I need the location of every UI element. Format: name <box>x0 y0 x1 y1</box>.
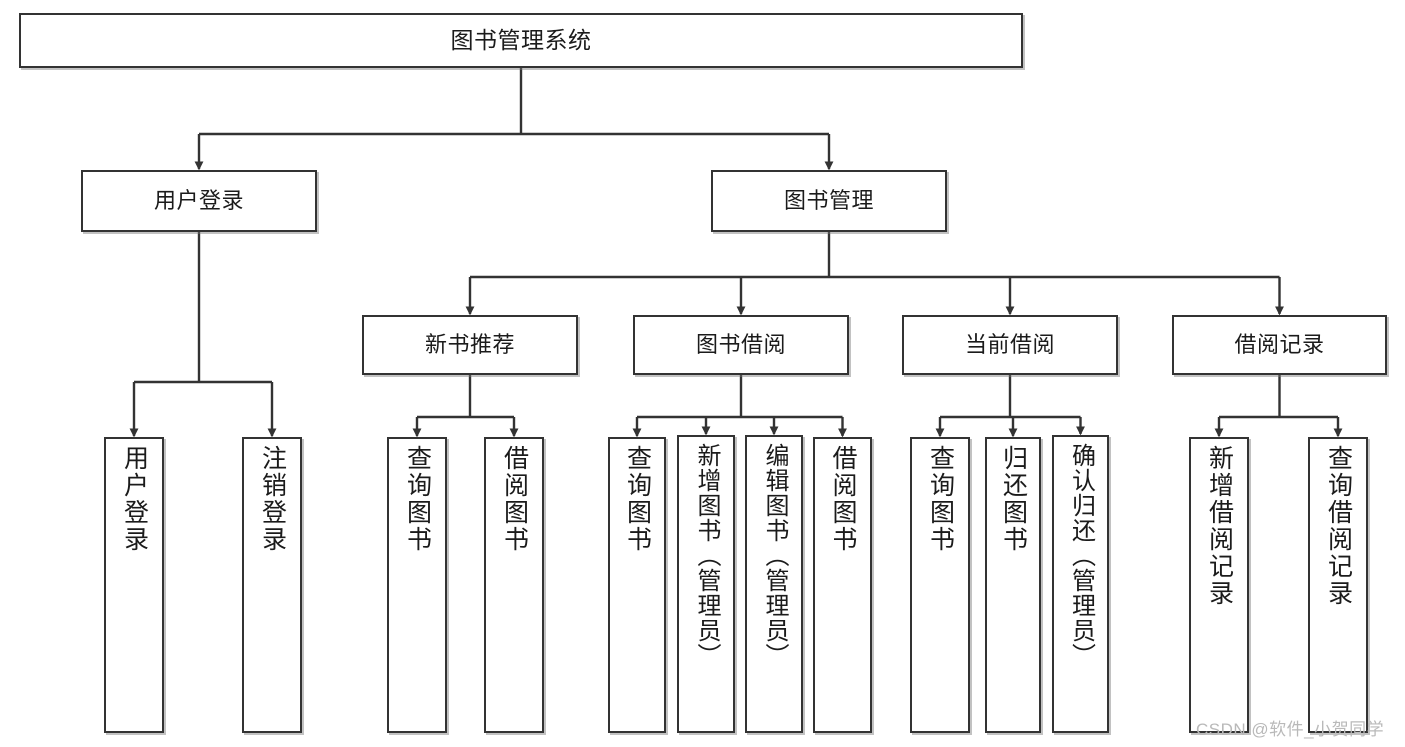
node-label: 查询图书 <box>926 445 955 553</box>
node-label: 借阅图书 <box>500 445 529 553</box>
node-leaf-confirm-return-admin[interactable]: 确认归还（管理员） <box>1052 435 1109 733</box>
node-label: 归还图书 <box>999 445 1028 553</box>
node-current-borrow[interactable]: 当前借阅 <box>902 315 1118 375</box>
node-leaf-user-login[interactable]: 用户登录 <box>104 437 164 733</box>
node-user-login[interactable]: 用户登录 <box>81 170 317 232</box>
node-label: 图书管理 <box>783 188 874 214</box>
node-leaf-logout[interactable]: 注销登录 <box>242 437 302 733</box>
node-leaf-edit-book-admin[interactable]: 编辑图书（管理员） <box>745 435 803 733</box>
node-root-book-management-system[interactable]: 图书管理系统 <box>19 13 1023 68</box>
node-leaf-query-borrow-record[interactable]: 查询借阅记录 <box>1308 437 1368 733</box>
node-label: 查询图书 <box>403 445 432 553</box>
node-leaf-add-borrow-record[interactable]: 新增借阅记录 <box>1189 437 1249 733</box>
node-label: 用户登录 <box>120 445 149 553</box>
node-label: 确认归还（管理员） <box>1067 443 1095 668</box>
node-new-book-recommend[interactable]: 新书推荐 <box>362 315 578 375</box>
node-label: 当前借阅 <box>964 332 1055 358</box>
node-label: 注销登录 <box>258 445 287 553</box>
node-borrow-record[interactable]: 借阅记录 <box>1172 315 1387 375</box>
node-label: 查询图书 <box>623 445 652 553</box>
node-label: 图书管理系统 <box>450 27 592 54</box>
node-book-management[interactable]: 图书管理 <box>711 170 947 232</box>
node-leaf-borrow-book-borrow[interactable]: 借阅图书 <box>813 437 872 733</box>
csdn-watermark: CSDN @软件_小贺同学 <box>1196 720 1385 739</box>
node-label: 借阅记录 <box>1234 332 1325 358</box>
node-label: 编辑图书（管理员） <box>761 443 788 668</box>
node-leaf-query-book-borrow[interactable]: 查询图书 <box>608 437 666 733</box>
node-label: 用户登录 <box>153 188 244 214</box>
node-label: 新增借阅记录 <box>1205 445 1234 607</box>
node-leaf-return-book[interactable]: 归还图书 <box>985 437 1041 733</box>
node-leaf-query-book-current[interactable]: 查询图书 <box>910 437 970 733</box>
node-book-borrow[interactable]: 图书借阅 <box>633 315 849 375</box>
node-label: 新书推荐 <box>424 332 515 358</box>
node-label: 新增图书（管理员） <box>693 443 720 668</box>
node-label: 查询借阅记录 <box>1324 445 1353 607</box>
node-label: 借阅图书 <box>829 445 857 553</box>
node-leaf-borrow-book-recommend[interactable]: 借阅图书 <box>484 437 544 733</box>
node-leaf-query-book-recommend[interactable]: 查询图书 <box>387 437 447 733</box>
node-leaf-add-book-admin[interactable]: 新增图书（管理员） <box>677 435 735 733</box>
node-label: 图书借阅 <box>695 332 786 358</box>
